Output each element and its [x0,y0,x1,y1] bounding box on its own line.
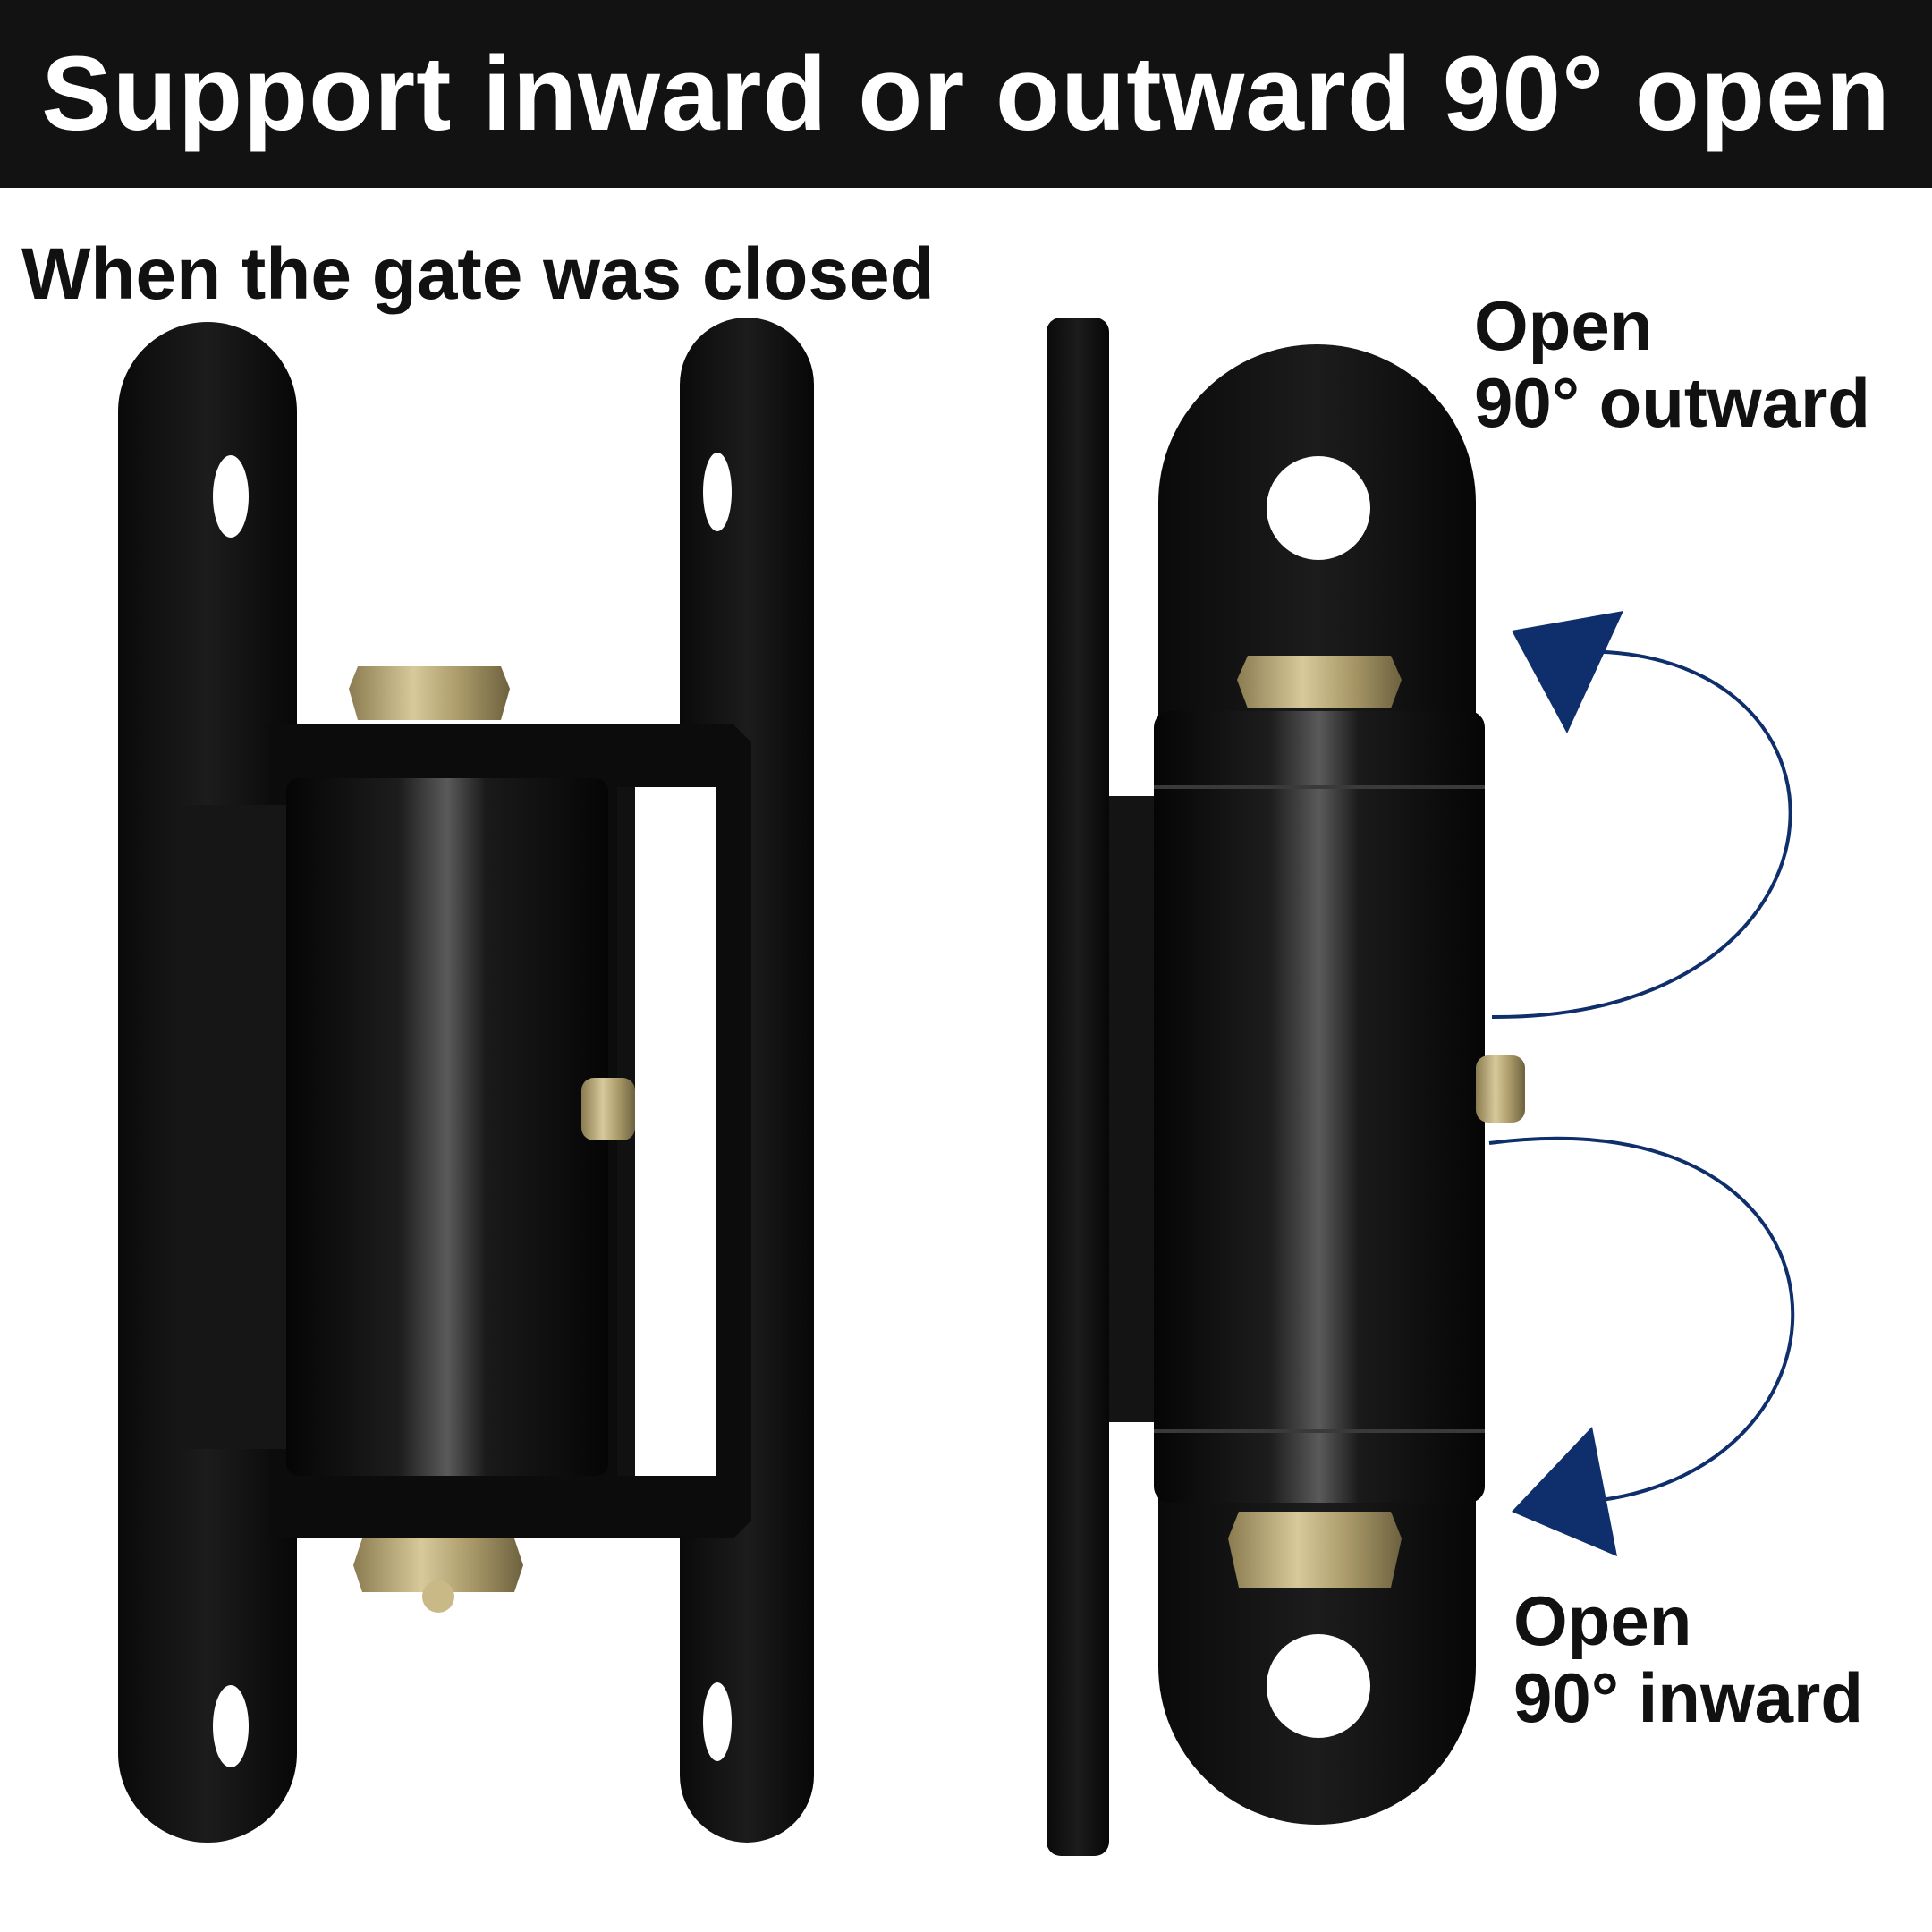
inward-open-label: Open 90° inward [1513,1581,1863,1737]
inward-label-line1: Open [1513,1581,1692,1660]
inward-label-line2: 90° inward [1513,1657,1863,1737]
inward-arrow-head [1512,1427,1617,1556]
top-bolt-nut [1237,656,1402,708]
banner-title: Support inward or outward 90° open [41,35,1891,153]
side-mount-plate [1046,318,1109,1856]
outward-arrow-head [1512,611,1623,733]
mount-hole [703,1682,732,1761]
mount-hole [703,453,732,531]
mount-hole [1267,456,1370,560]
title-banner: Support inward or outward 90° open [0,0,1932,188]
closed-state-label: When the gate was closed [21,233,935,315]
top-bolt-nut [349,666,510,720]
open-hinge [1046,318,1525,1856]
inward-arrow-curve [1488,1136,1795,1504]
hinge-barrel [1154,711,1485,1503]
mount-hole [1267,1634,1370,1738]
outward-arrow-curve [1491,649,1792,1020]
hinge-barrel [286,778,608,1476]
mount-hole [213,1685,249,1767]
outward-label-line2: 90° outward [1474,362,1870,442]
outward-open-label: Open 90° outward [1474,286,1870,442]
grease-fitting [1476,1055,1525,1123]
closed-hinge [118,318,814,1843]
mount-hole [213,455,249,538]
weld-seam [179,805,286,1449]
grease-fitting [581,1078,635,1140]
outward-label-line1: Open [1474,286,1653,365]
bottom-bolt-nut [353,1538,523,1592]
bottom-bolt-nut [1228,1512,1402,1588]
